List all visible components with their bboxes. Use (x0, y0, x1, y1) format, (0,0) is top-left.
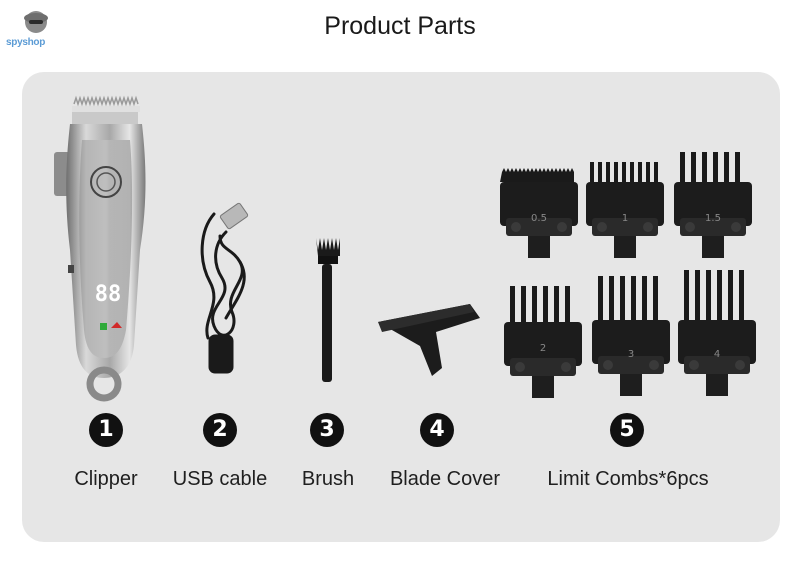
comb-guard-label: 2 (540, 343, 546, 354)
logo-text: spyshop (6, 37, 46, 48)
page-title: Product Parts (324, 12, 476, 40)
clipper-image (54, 95, 146, 402)
comb-guard-label: 4 (714, 349, 720, 360)
comb-guard-label: 0.5 (531, 213, 547, 224)
blade-cover-image (378, 304, 480, 376)
part-label-limit-combs: Limit Combs*6pcs (547, 468, 709, 490)
part-number-badge: 4 (420, 413, 454, 447)
comb-guard-label: 1.5 (705, 213, 721, 224)
part-number-badge: 5 (610, 413, 644, 447)
part-number-badge: 1 (89, 413, 123, 447)
part-label-brush: Brush (301, 468, 355, 490)
comb-guard-label: 3 (628, 349, 634, 360)
part-label-blade-cover: Blade Cover (389, 468, 501, 490)
part-label-usb-cable: USB cable (172, 468, 268, 490)
part-label-clipper: Clipper (74, 468, 138, 490)
spyshop-logo (24, 11, 48, 33)
part-number-badge: 3 (310, 413, 344, 447)
brush-image (316, 238, 340, 382)
usb-cable-image (200, 202, 249, 374)
comb-guard-label: 1 (622, 213, 628, 224)
limit-combs-image (500, 152, 756, 398)
clipper-display: 88 (95, 282, 122, 307)
part-number-badge: 2 (203, 413, 237, 447)
